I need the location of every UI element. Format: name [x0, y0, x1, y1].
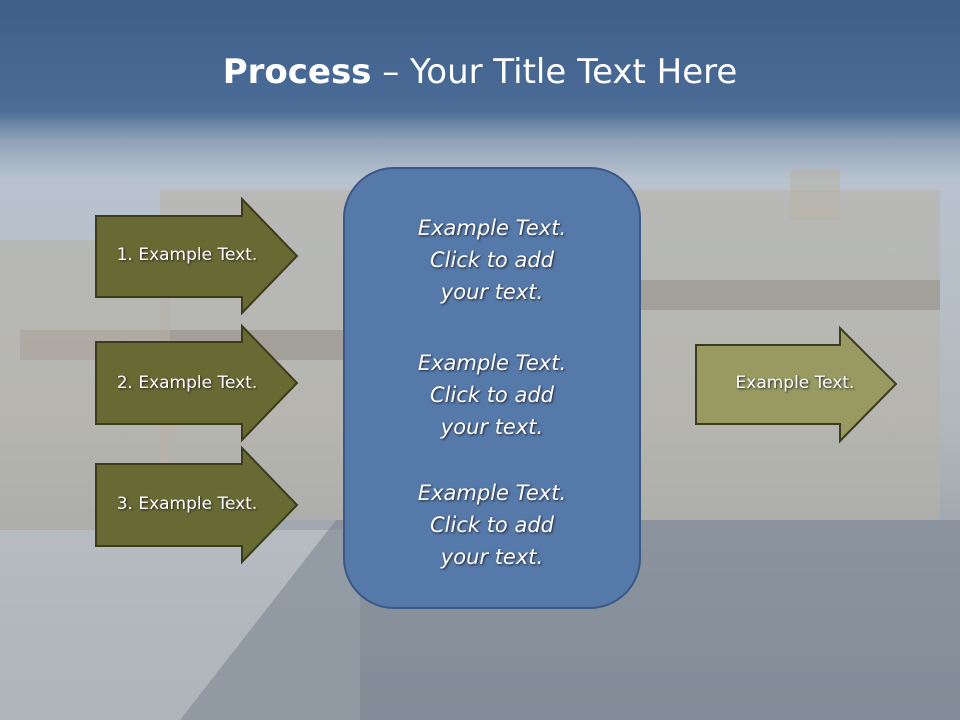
center-text-block-3: Example Text. Click to add your text.: [344, 477, 640, 573]
title-rest: – Your Title Text Here: [371, 52, 738, 92]
arrow-3[interactable]: [95, 445, 299, 565]
center-text-block-2: Example Text. Click to add your text.: [344, 347, 640, 443]
text-line: your text.: [440, 415, 544, 439]
center-box[interactable]: [343, 167, 641, 609]
center-text-block-1: Example Text. Click to add your text.: [344, 212, 640, 308]
text-line: your text.: [440, 545, 544, 569]
right-arrow[interactable]: [695, 325, 898, 444]
house-roof: [640, 280, 940, 310]
text-line: Example Text.: [417, 216, 567, 240]
arrow-1[interactable]: [95, 196, 299, 316]
title-bold: Process: [222, 52, 372, 92]
text-line: Click to add: [429, 248, 554, 272]
arrow-2-label: 2. Example Text.: [116, 373, 258, 393]
arrow-3-label: 3. Example Text.: [116, 494, 258, 514]
text-line: Example Text.: [417, 351, 567, 375]
text-line: Example Text.: [417, 481, 567, 505]
arrow-2[interactable]: [95, 323, 299, 443]
arrow-1-label: 1. Example Text.: [116, 245, 258, 265]
slide-title: Process – Your Title Text Here: [0, 52, 960, 92]
chimney: [790, 170, 840, 220]
text-line: Click to add: [429, 383, 554, 407]
text-line: your text.: [440, 280, 544, 304]
text-line: Click to add: [429, 513, 554, 537]
right-arrow-label: Example Text.: [735, 373, 855, 393]
